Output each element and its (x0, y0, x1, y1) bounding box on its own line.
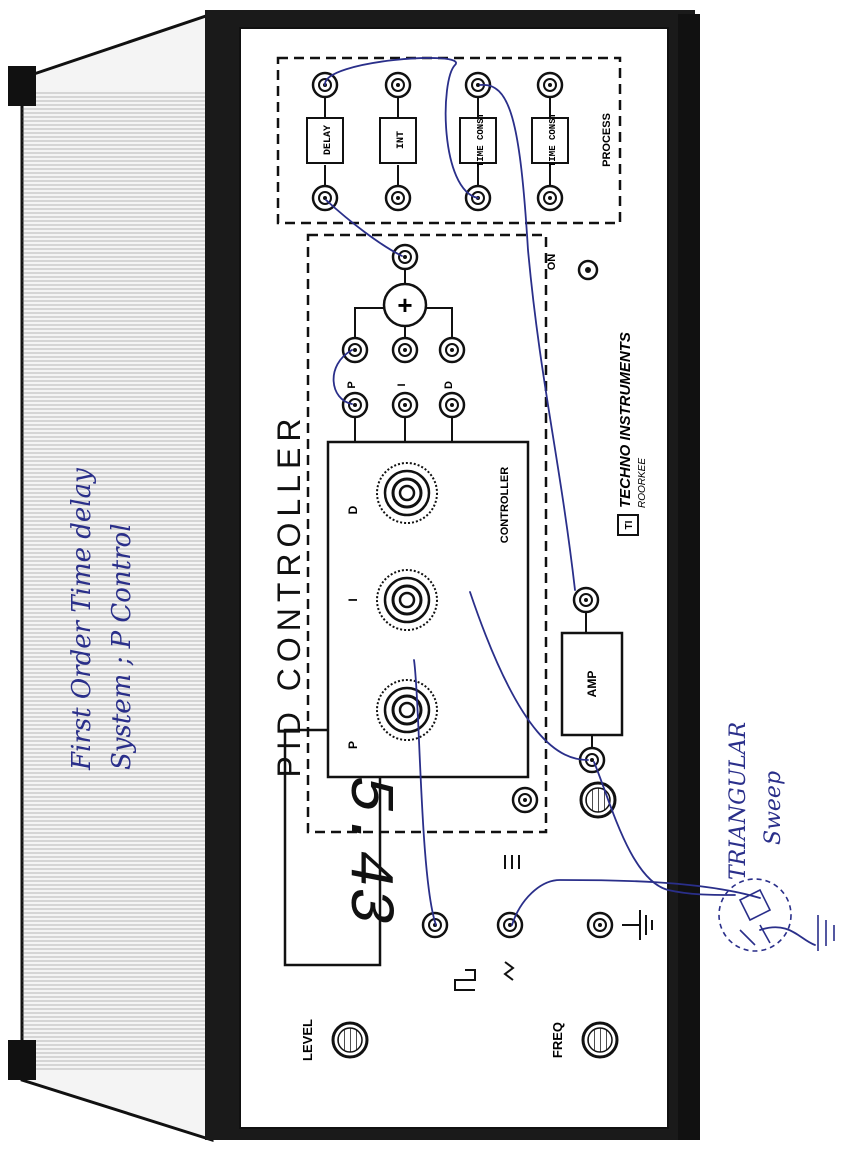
sum-symbol: + (397, 290, 412, 320)
display-value: 5.43 (333, 776, 404, 925)
p-terminal-label: P (346, 381, 358, 388)
note-sweep-line-2: Sweep (761, 771, 786, 845)
amp-label: AMP (585, 671, 599, 698)
brand-name: TECHNO INSTRUMENTS (617, 332, 634, 508)
time-const-1-block-label: TIME CONST (476, 112, 486, 167)
level-label: LEVEL (300, 1019, 315, 1061)
d-terminal-label: D (443, 381, 455, 389)
d-dial-label: D (346, 505, 360, 514)
brand-logo-glyph: TI (624, 520, 635, 529)
i-dial-label: I (346, 598, 360, 601)
d-output-jack (440, 393, 464, 417)
dc-level-knob[interactable] (581, 783, 615, 817)
wire-ground-to-probe (760, 927, 815, 945)
note-sweep-line-1: TRIANGULAR (726, 722, 751, 880)
i-output-jack (393, 393, 417, 417)
int-block-label: INT (396, 131, 407, 149)
panel-title: PID CONTROLLER (271, 413, 307, 778)
process-section-label: PROCESS (601, 113, 613, 167)
controller-output-jack (393, 245, 417, 269)
delay-block-label: DELAY (323, 125, 334, 155)
probe-sketch-icon (719, 879, 834, 951)
note-title-line-2: System ; P Control (107, 523, 137, 770)
d-input-jack (440, 338, 464, 362)
note-title-line-1: First Order Time delay (67, 468, 97, 771)
amp-input-jack (574, 588, 598, 612)
freq-label: FREQ (550, 1022, 565, 1058)
i-terminal-label: I (396, 383, 408, 386)
p-output-jack (343, 393, 367, 417)
i-input-jack (393, 338, 417, 362)
p-dial-label: P (346, 741, 360, 749)
p-input-jack (343, 338, 367, 362)
brand-city: ROORKEE (637, 458, 648, 508)
power-switch-label: ON (546, 254, 558, 271)
controller-section-label: CONTROLLER (499, 467, 511, 543)
time-const-2-block-label: TIME CONST (548, 112, 558, 167)
